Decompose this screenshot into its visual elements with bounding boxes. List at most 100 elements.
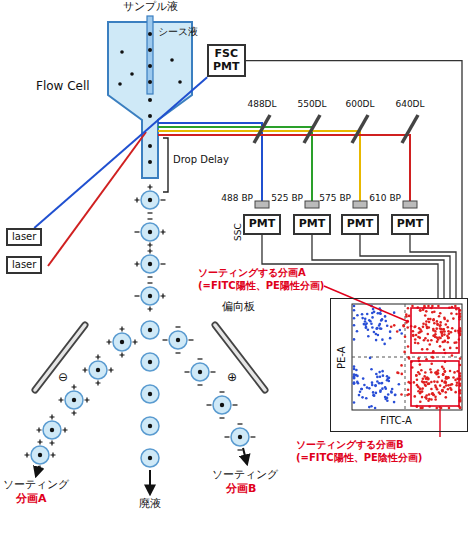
charge-mark — [135, 262, 140, 267]
scatter-dot — [371, 381, 374, 384]
signal-wire — [360, 235, 450, 298]
scatter-dot — [394, 394, 397, 397]
scatter-dot — [423, 339, 426, 342]
box-label: PMT — [299, 218, 326, 231]
scatter-dot — [359, 390, 362, 393]
scatter-dot — [435, 407, 438, 410]
scatter-dot — [425, 397, 428, 400]
scatter-dot — [403, 351, 406, 354]
scatter-dot — [353, 368, 356, 371]
scatter-dot — [447, 388, 450, 391]
scatter-dot — [393, 401, 396, 404]
mirror-label: 600DL — [345, 99, 374, 109]
scatter-dot — [375, 373, 378, 376]
charge-mark — [148, 307, 153, 312]
charge-mark — [211, 371, 216, 372]
scatter-dot — [365, 322, 368, 325]
scatter-dot — [427, 377, 430, 380]
output-label: ソーティング — [212, 469, 278, 482]
box-label: FSC — [213, 48, 240, 61]
scatter-dot — [444, 391, 447, 394]
scatter-dot — [441, 380, 444, 383]
charge-mark — [25, 453, 30, 458]
droplet — [169, 331, 187, 349]
filter-label: 525 BP — [271, 193, 303, 203]
cell — [148, 294, 152, 298]
scatter-dot — [448, 407, 451, 410]
scatter-dot — [383, 343, 386, 346]
scatter-dot — [447, 337, 450, 340]
cell — [96, 368, 100, 372]
scatter-dot — [423, 305, 426, 308]
scatter-dot — [353, 382, 356, 385]
box-label: laser — [12, 231, 36, 243]
scatter-dot — [418, 373, 421, 376]
scatter-dot — [443, 333, 446, 336]
scatter-dot — [414, 338, 417, 341]
laser-box: laser — [6, 256, 42, 274]
scatter-dot — [356, 381, 359, 384]
scatter-dot — [454, 391, 457, 394]
scatter-dot — [430, 371, 433, 374]
scatter-dot — [444, 370, 447, 373]
charge-mark — [109, 368, 114, 373]
droplet — [141, 417, 159, 435]
detector-label: SSC — [233, 223, 243, 241]
scatter-dot — [411, 305, 414, 308]
scatter-dot — [380, 328, 383, 331]
mirror-label: 488DL — [247, 99, 276, 109]
scatter-dot — [441, 389, 444, 392]
scatter-dot — [439, 327, 442, 330]
scatter-dot — [434, 384, 437, 387]
scatter-dot — [446, 377, 449, 380]
scatter-dot — [400, 332, 403, 335]
scatter-dot — [430, 398, 433, 401]
scatter-dot — [452, 317, 455, 320]
scatter-dot — [355, 369, 358, 372]
scatter-dot — [367, 328, 370, 331]
scatter-dot — [369, 357, 372, 360]
scatter-dot — [443, 386, 446, 389]
scatter-dot — [405, 315, 408, 318]
scatter-dot — [437, 376, 440, 379]
scatter-dot — [435, 327, 438, 330]
charge-mark — [148, 185, 153, 190]
scatter-dot — [364, 318, 367, 321]
scatter-dot — [370, 405, 373, 408]
scatter-dot — [434, 398, 437, 401]
mirror-label: 640DL — [395, 99, 424, 109]
scatter-dot — [441, 366, 444, 369]
scatter-dot — [433, 380, 436, 383]
scatter-dot — [432, 393, 435, 396]
scatter-dot — [456, 381, 459, 384]
charge-mark — [189, 339, 194, 340]
scatter-dot — [402, 324, 405, 327]
scatter-dot — [362, 377, 365, 380]
charge-mark — [148, 249, 153, 254]
cell — [50, 428, 54, 432]
scatter-dot — [439, 384, 442, 387]
charge-mark — [83, 368, 88, 373]
charge-mark — [72, 411, 77, 416]
charge-mark — [59, 398, 64, 403]
scatter-dot — [365, 326, 368, 329]
liquid-label: サンプル液 — [123, 1, 178, 14]
charge-mark — [220, 391, 225, 392]
scatter-dot — [437, 305, 440, 308]
scatter-dot — [356, 314, 359, 317]
cell — [148, 198, 152, 202]
scatter-dot — [396, 371, 399, 374]
scatter-dot — [414, 341, 417, 344]
gate-callout: ソーティングする分画A — [198, 267, 306, 279]
scatter-dot — [372, 394, 375, 397]
scatter-dot — [427, 339, 430, 342]
scatter-dot — [389, 337, 392, 340]
scatter-dot — [374, 407, 377, 410]
cell — [148, 424, 152, 428]
scatter-dot — [387, 393, 390, 396]
cell — [38, 453, 42, 457]
scatter-dot — [368, 319, 371, 322]
scatter-dot — [363, 384, 366, 387]
scatter-dot — [438, 391, 441, 394]
scatter-dot — [447, 341, 450, 344]
